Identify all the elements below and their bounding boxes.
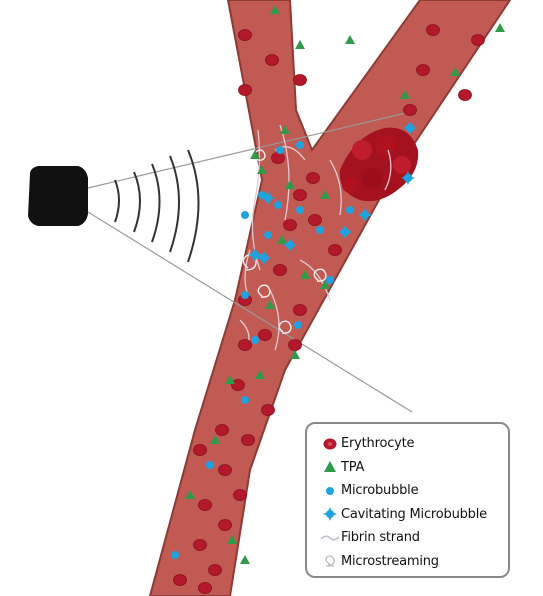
erythrocyte [242,435,255,446]
microbubble [296,206,304,214]
erythrocyte [427,25,440,36]
erythrocyte [219,520,232,531]
erythrocyte [239,85,252,96]
microbubble [294,321,302,329]
microbubble [296,141,304,149]
erythrocyte [216,425,229,436]
erythrocyte [239,30,252,41]
tpa-triangle [295,40,305,49]
fibrin-line-icon [319,533,341,543]
erythrocyte [294,190,307,201]
erythrocyte [266,55,279,66]
green-triangle-icon [319,460,341,474]
legend-item-erythrocyte: Erythrocyte [319,432,500,456]
erythrocyte [262,405,275,416]
erythrocyte [307,173,320,184]
legend: Erythrocyte TPA Microbubble Cavitating M… [305,422,510,578]
legend-item-microstreaming: Microstreaming [319,550,500,574]
blue-star-icon [319,506,341,522]
cavitating-microbubble-core [286,241,294,249]
legend-label: Erythrocyte [341,436,414,451]
swirl-icon [319,554,341,568]
red-cell-icon [319,437,341,451]
erythrocyte [294,75,307,86]
erythrocyte [234,490,247,501]
microbubble [206,461,214,469]
erythrocyte [274,265,287,276]
legend-item-tpa: TPA [319,456,500,480]
tpa-triangle [240,555,250,564]
legend-item-microbubble: Microbubble [319,479,500,503]
erythrocyte [239,340,252,351]
erythrocyte [174,575,187,586]
microbubble [241,291,249,299]
erythrocyte [199,583,212,594]
erythrocyte [472,35,485,46]
legend-item-cavitating: Cavitating Microbubble [319,503,500,527]
erythrocyte [232,380,245,391]
microbubble [171,551,179,559]
microbubble [326,276,334,284]
microbubble [316,226,324,234]
erythrocyte [272,153,285,164]
erythrocyte [219,465,232,476]
erythrocyte [329,245,342,256]
cavitating-microbubble-core [361,211,369,219]
blue-dot-icon [319,485,341,497]
erythrocyte [199,500,212,511]
tpa-triangle [495,23,505,32]
erythrocyte [259,330,272,341]
legend-label: Cavitating Microbubble [341,507,487,522]
cavitating-microbubble-core [264,194,272,202]
legend-label: Microbubble [341,483,418,498]
cavitating-microbubble-core [251,251,259,259]
ultrasound-transducer [28,166,88,226]
legend-label: Fibrin strand [341,530,420,545]
microbubble [241,211,249,219]
legend-label: Microstreaming [341,554,439,569]
legend-label: TPA [341,460,364,475]
erythrocyte [209,565,222,576]
erythrocyte [194,445,207,456]
legend-item-fibrin: Fibrin strand [319,526,500,550]
erythrocyte [417,65,430,76]
cavitating-microbubble-core [341,228,349,236]
erythrocyte [294,305,307,316]
cavitating-microbubble-core [404,174,412,182]
ultrasound-waves [115,150,199,262]
tpa-triangle [345,35,355,44]
microbubble [264,231,272,239]
microbubble [251,336,259,344]
erythrocyte [284,220,297,231]
erythrocyte [459,90,472,101]
microbubble [241,396,249,404]
erythrocyte [194,540,207,551]
erythrocyte [289,340,302,351]
microbubble [274,201,282,209]
erythrocyte [309,215,322,226]
microbubble [346,206,354,214]
erythrocyte [404,105,417,116]
cavitating-microbubble-core [406,124,414,132]
microbubble [276,146,284,154]
